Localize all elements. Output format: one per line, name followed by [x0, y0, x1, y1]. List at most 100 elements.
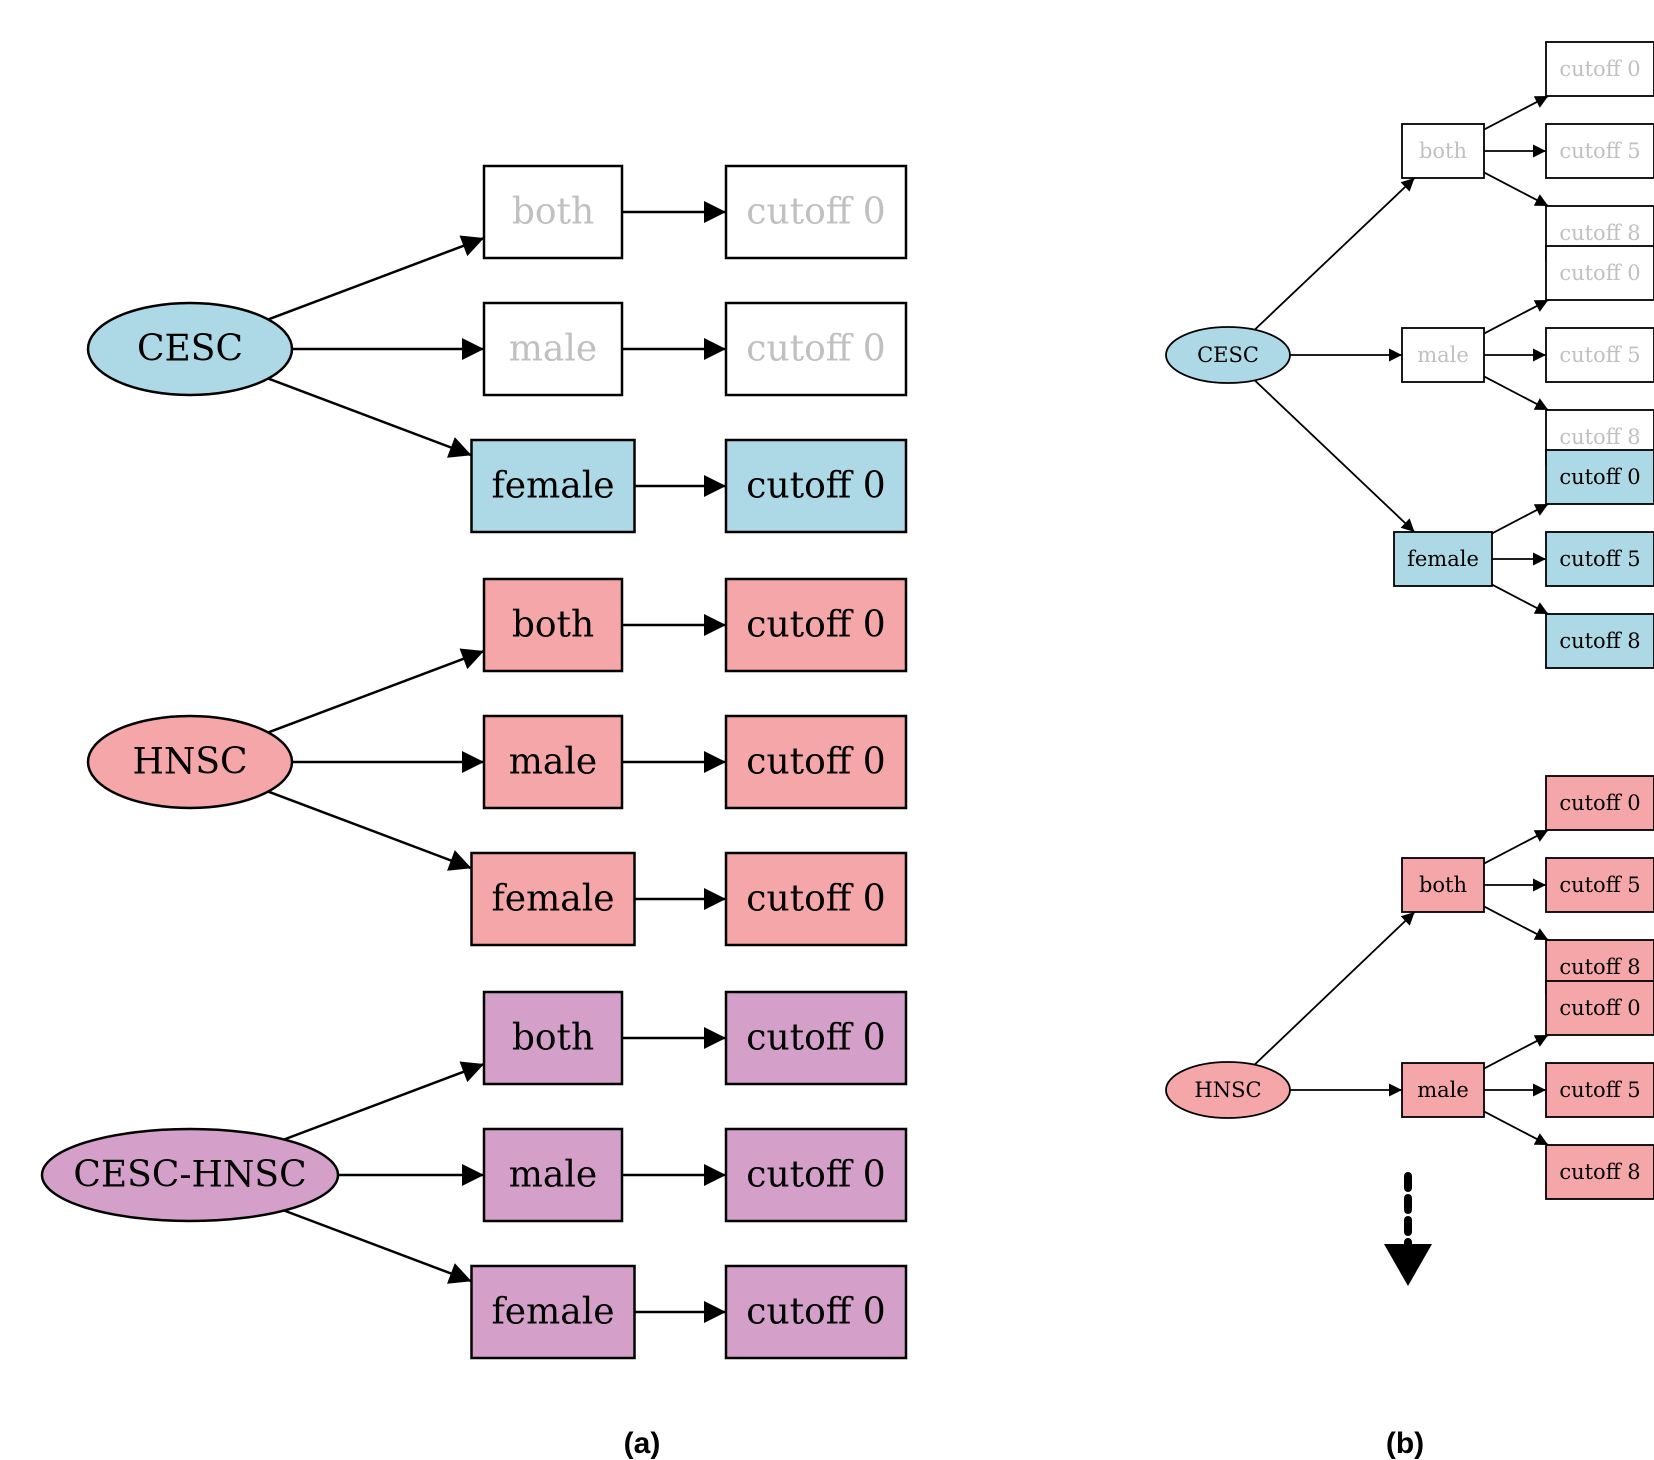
panel-b-hnsc-male-cutoff-5-label: cutoff 5 [1559, 1078, 1640, 1102]
panel-b-hnsc-both-edge [1253, 911, 1416, 1066]
panel-a-hnsc-female-node: female [470, 851, 636, 947]
panel-b-cesc-female-cutoff-0-node: cutoff 0 [1545, 449, 1654, 505]
panel-b-cesc-both-cutoff-5-node: cutoff 5 [1545, 123, 1654, 179]
panel-b-cesc-both-cutoff-0-node: cutoff 0 [1545, 41, 1654, 97]
panel-b: both cutoff 0 cutoff 5 cutoff 8 male cutoff 0… [1165, 41, 1654, 1200]
panel-a-hnsc-both-edge [267, 648, 485, 734]
panel-a-cesc-both-label: both [512, 192, 594, 233]
panel-b-cesc-both-cutoff-0-label: cutoff 0 [1559, 57, 1640, 81]
panel-b-cesc-male-cutoff-8-label: cutoff 8 [1559, 425, 1640, 449]
panel-b-cesc-male-cutoff-0-node: cutoff 0 [1545, 245, 1654, 301]
panel-a-hnsc-node: HNSC [86, 714, 294, 810]
panel-a-cesc-label: CESC [137, 329, 243, 370]
panel-a-cesc-female-cutoff-0-label: cutoff 0 [746, 466, 885, 507]
panel-b-hnsc-male-cutoff-8-box [1545, 1144, 1654, 1200]
panel-a-hnsc-female-edge [267, 790, 472, 871]
panel-b-hnsc-label: HNSC [1194, 1078, 1261, 1102]
panel-a-cesc-hnsc-male-cutoff-0-node: cutoff 0 [724, 1127, 908, 1223]
panel-a-hnsc-both-node: both [482, 577, 624, 673]
panel-a-hnsc-label: HNSC [132, 742, 247, 783]
panel-b-cesc-male-cutoff-5-label: cutoff 5 [1559, 343, 1640, 367]
panel-a-cesc-female-cutoff-0-node: cutoff 0 [724, 438, 908, 534]
panel-b-cesc-male-cutoff-5-box [1545, 327, 1654, 383]
panel-a-cesc-hnsc-both-cutoff-0-label: cutoff 0 [746, 1018, 885, 1059]
panel-b-cesc-female-node: female [1393, 531, 1493, 587]
panel-b-cesc-female-cutoff-5-box [1545, 531, 1654, 587]
panel-b-cesc-female-edge [1254, 379, 1416, 533]
panel-a-cesc-hnsc-male-box [482, 1127, 624, 1223]
panel-b-hnsc-both-label: both [1419, 873, 1467, 897]
panel-a-cesc-both-box [482, 164, 624, 260]
panel-b-hnsc-male-node: male [1401, 1062, 1485, 1118]
panel-a-cesc-hnsc-female-box [470, 1264, 636, 1360]
panel-a-hnsc-female-cutoff-0-label: cutoff 0 [746, 879, 885, 920]
panel-b-hnsc-ellipse [1165, 1061, 1291, 1119]
panel-a-cesc-male-node: male [482, 301, 624, 397]
panel-a-cesc-hnsc-both-label: both [512, 1018, 594, 1059]
panel-b-hnsc-male-cutoff-0-box [1545, 980, 1654, 1036]
panel-a-hnsc-male-node: male [482, 714, 624, 810]
panel-b-cesc-male-cutoff-0-edge [1483, 299, 1549, 335]
panel-b-cesc-female-cutoff-5-node: cutoff 5 [1545, 531, 1654, 587]
panel-a-cesc-hnsc-ellipse [40, 1127, 340, 1223]
panel-a-hnsc-both-cutoff-0-box [724, 577, 908, 673]
panel-a-cesc-both-cutoff-0-label: cutoff 0 [746, 192, 885, 233]
panel-b-cesc-male-node: male [1401, 327, 1485, 383]
continuation-arrowhead [1384, 1244, 1432, 1286]
panel-a-cesc-female-node: female [470, 438, 636, 534]
panel-a-hnsc-both-label: both [512, 605, 594, 646]
panel-b-cesc-both-label: both [1419, 139, 1467, 163]
panel-b-cesc-both-node: both [1401, 123, 1485, 179]
panel-a-cesc-both-node: both [482, 164, 624, 260]
panel-a-cesc-male-cutoff-0-box [724, 301, 908, 397]
panel-a-cesc-hnsc-both-edge [283, 1061, 485, 1141]
panel-a-cesc-female-edge [267, 377, 472, 458]
panel-b-cesc-female-cutoff-0-box [1545, 449, 1654, 505]
panel-b-hnsc-both-cutoff-0-node: cutoff 0 [1545, 775, 1654, 831]
panel-b-hnsc-both-cutoff-0-box [1545, 775, 1654, 831]
panel-a-cesc-hnsc-female-node: female [470, 1264, 636, 1360]
panel-b-cesc-female-cutoff-0-edge [1491, 503, 1549, 535]
panel-b-hnsc-both-cutoff-5-node: cutoff 5 [1545, 857, 1654, 913]
panel-a-hnsc-male-cutoff-0-node: cutoff 0 [724, 714, 908, 810]
panel-a-cesc-hnsc-both-node: both [482, 990, 624, 1086]
panel-b-hnsc-male-cutoff-8-label: cutoff 8 [1559, 1160, 1640, 1184]
panel-b-cesc-both-cutoff-0-box [1545, 41, 1654, 97]
panel-a-cesc-hnsc-female-cutoff-0-label: cutoff 0 [746, 1292, 885, 1333]
panel-b-cesc-both-cutoff-8-edge [1483, 171, 1549, 207]
panel-b-cesc-ellipse [1165, 326, 1291, 384]
panel-a-hnsc-male-cutoff-0-box [724, 714, 908, 810]
panel-b-cesc-both-cutoff-8-label: cutoff 8 [1559, 221, 1640, 245]
panel-a-cesc-male-box [482, 301, 624, 397]
panel-b-cesc-female-cutoff-8-box [1545, 613, 1654, 669]
panel-a-cesc-female-cutoff-0-box [724, 438, 908, 534]
panel-a-cesc-both-cutoff-0-box [724, 164, 908, 260]
panel-b-cesc-female-cutoff-8-node: cutoff 8 [1545, 613, 1654, 669]
panel-a-hnsc-female-label: female [491, 879, 614, 920]
panel-a-cesc-hnsc-both-cutoff-0-box [724, 990, 908, 1086]
panel-b-cesc-male-label: male [1417, 343, 1469, 367]
panel-b-cesc-both-cutoff-5-label: cutoff 5 [1559, 139, 1640, 163]
panel-b-cesc-node: CESC [1165, 326, 1291, 384]
panel-a-cesc-hnsc-both-cutoff-0-node: cutoff 0 [724, 990, 908, 1086]
panel-a-cesc-hnsc-male-cutoff-0-box [724, 1127, 908, 1223]
panel-b-cesc-male-cutoff-0-box [1545, 245, 1654, 301]
panel-a: both cutoff 0 male cutoff 0 female cutoff 0 CE… [40, 164, 908, 1360]
panel-b-cesc-male-box [1401, 327, 1485, 383]
panel-b-cesc-male-cutoff-0-label: cutoff 0 [1559, 261, 1640, 285]
panel-b-cesc-female-cutoff-8-label: cutoff 8 [1559, 629, 1640, 653]
panel-a-label: (a) [624, 1427, 661, 1460]
panel-a-cesc-hnsc-male-cutoff-0-label: cutoff 0 [746, 1155, 885, 1196]
panel-a-cesc-female-box [470, 438, 636, 534]
panel-b-cesc-both-cutoff-5-box [1545, 123, 1654, 179]
panel-a-cesc-male-cutoff-0-node: cutoff 0 [724, 301, 908, 397]
panel-a-cesc-male-label: male [509, 329, 597, 370]
panel-a-cesc-hnsc-female-cutoff-0-box [724, 1264, 908, 1360]
panel-b-hnsc-male-cutoff-0-label: cutoff 0 [1559, 996, 1640, 1020]
panel-a-hnsc-female-box [470, 851, 636, 947]
panel-b-hnsc-both-cutoff-5-box [1545, 857, 1654, 913]
panel-a-cesc-ellipse [86, 301, 294, 397]
panel-b-cesc-female-box [1393, 531, 1493, 587]
panel-b-hnsc-male-cutoff-0-edge [1483, 1034, 1549, 1070]
